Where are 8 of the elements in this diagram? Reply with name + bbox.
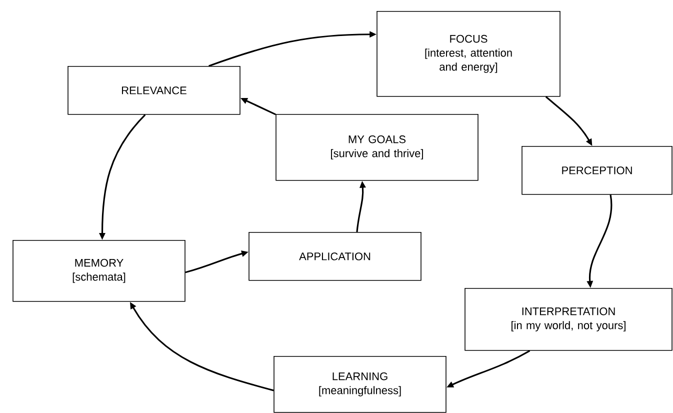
process-box: FOCUS [interest, attention and energy]	[376, 11, 560, 97]
process-box: PERCEPTION	[522, 146, 672, 195]
process-box: INTERPRETATION [in my world, not yours]	[464, 288, 672, 351]
process-box: MEMORY [schemata]	[12, 240, 186, 302]
process-box: RELEVANCE	[68, 66, 240, 115]
process-box: LEARNING [meaningfulness]	[274, 356, 446, 413]
process-box: MY GOALS [survive and thrive]	[276, 114, 478, 181]
process-box: APPLICATION	[248, 232, 422, 281]
